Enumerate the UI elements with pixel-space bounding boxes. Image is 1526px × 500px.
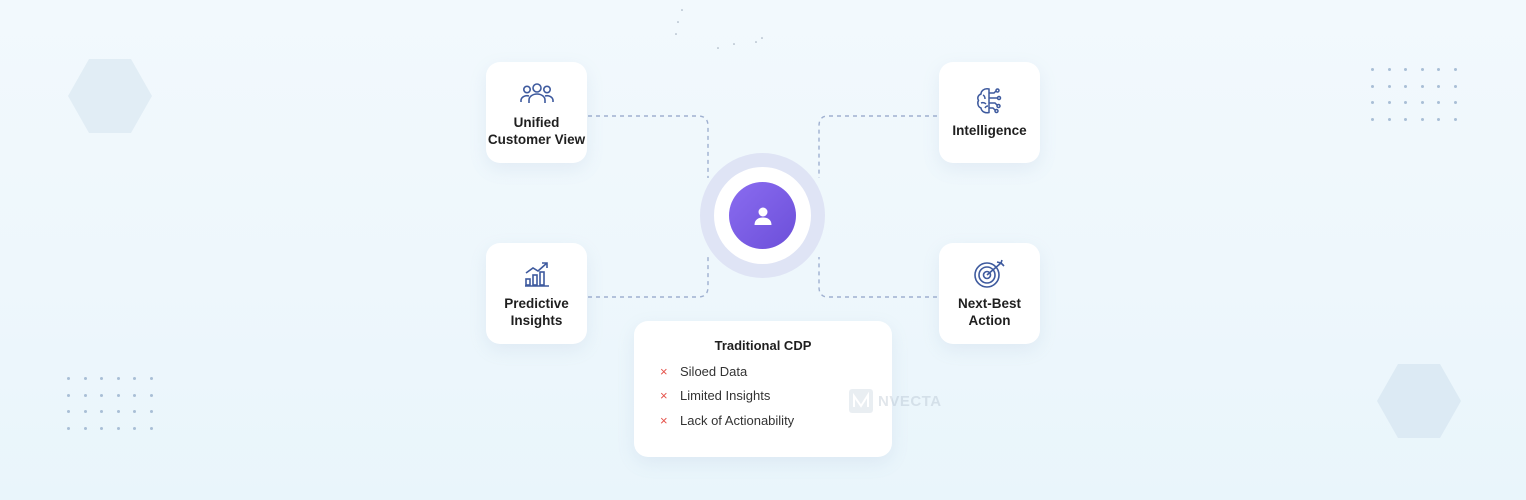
- node-unified-customer-view: Unified Customer View: [486, 62, 587, 163]
- watermark-text: NVECTA: [878, 392, 942, 410]
- cdp-list-item: × Limited Insights: [660, 388, 770, 403]
- node-label: Next-Best Action: [957, 295, 1022, 328]
- brain-circuit-icon: [972, 86, 1008, 116]
- dot-grid-decoration-top-right: [1371, 68, 1457, 121]
- node-label: Intelligence: [952, 123, 1027, 138]
- users-group-icon: [519, 78, 555, 108]
- user-icon: [754, 207, 771, 225]
- nvecta-watermark: NVECTA: [848, 388, 942, 414]
- cdp-list-item: × Siloed Data: [660, 364, 747, 379]
- cross-icon: ×: [660, 388, 668, 403]
- center-hub: [700, 153, 825, 278]
- cross-icon: ×: [660, 364, 668, 379]
- cdp-item-text: Lack of Actionability: [680, 413, 795, 428]
- node-intelligence: Intelligence: [939, 62, 1040, 163]
- target-arrow-icon: [972, 259, 1008, 289]
- node-label: Unified Customer View: [487, 114, 586, 147]
- hexagon-decoration-top-left: [68, 59, 152, 133]
- traditional-cdp-card: Traditional CDP × Siloed Data × Limited …: [634, 321, 892, 457]
- center-hub-core: [729, 182, 796, 249]
- sparkle-decoration: [675, 9, 763, 49]
- bar-chart-trend-icon: [519, 259, 555, 289]
- traditional-cdp-title: Traditional CDP: [714, 338, 812, 353]
- node-label: Predictive Insights: [504, 295, 569, 328]
- nvecta-logo-icon: [849, 389, 873, 413]
- cdp-list-item: × Lack of Actionability: [660, 413, 794, 428]
- center-hub-ring: [714, 167, 811, 264]
- cross-icon: ×: [660, 413, 668, 428]
- dot-grid-decoration-bottom-left: [67, 377, 153, 430]
- node-next-best-action: Next-Best Action: [939, 243, 1040, 344]
- cdp-item-text: Limited Insights: [680, 388, 771, 403]
- cdp-item-text: Siloed Data: [680, 364, 748, 379]
- node-predictive-insights: Predictive Insights: [486, 243, 587, 344]
- hexagon-decoration-bottom-right: [1377, 364, 1461, 438]
